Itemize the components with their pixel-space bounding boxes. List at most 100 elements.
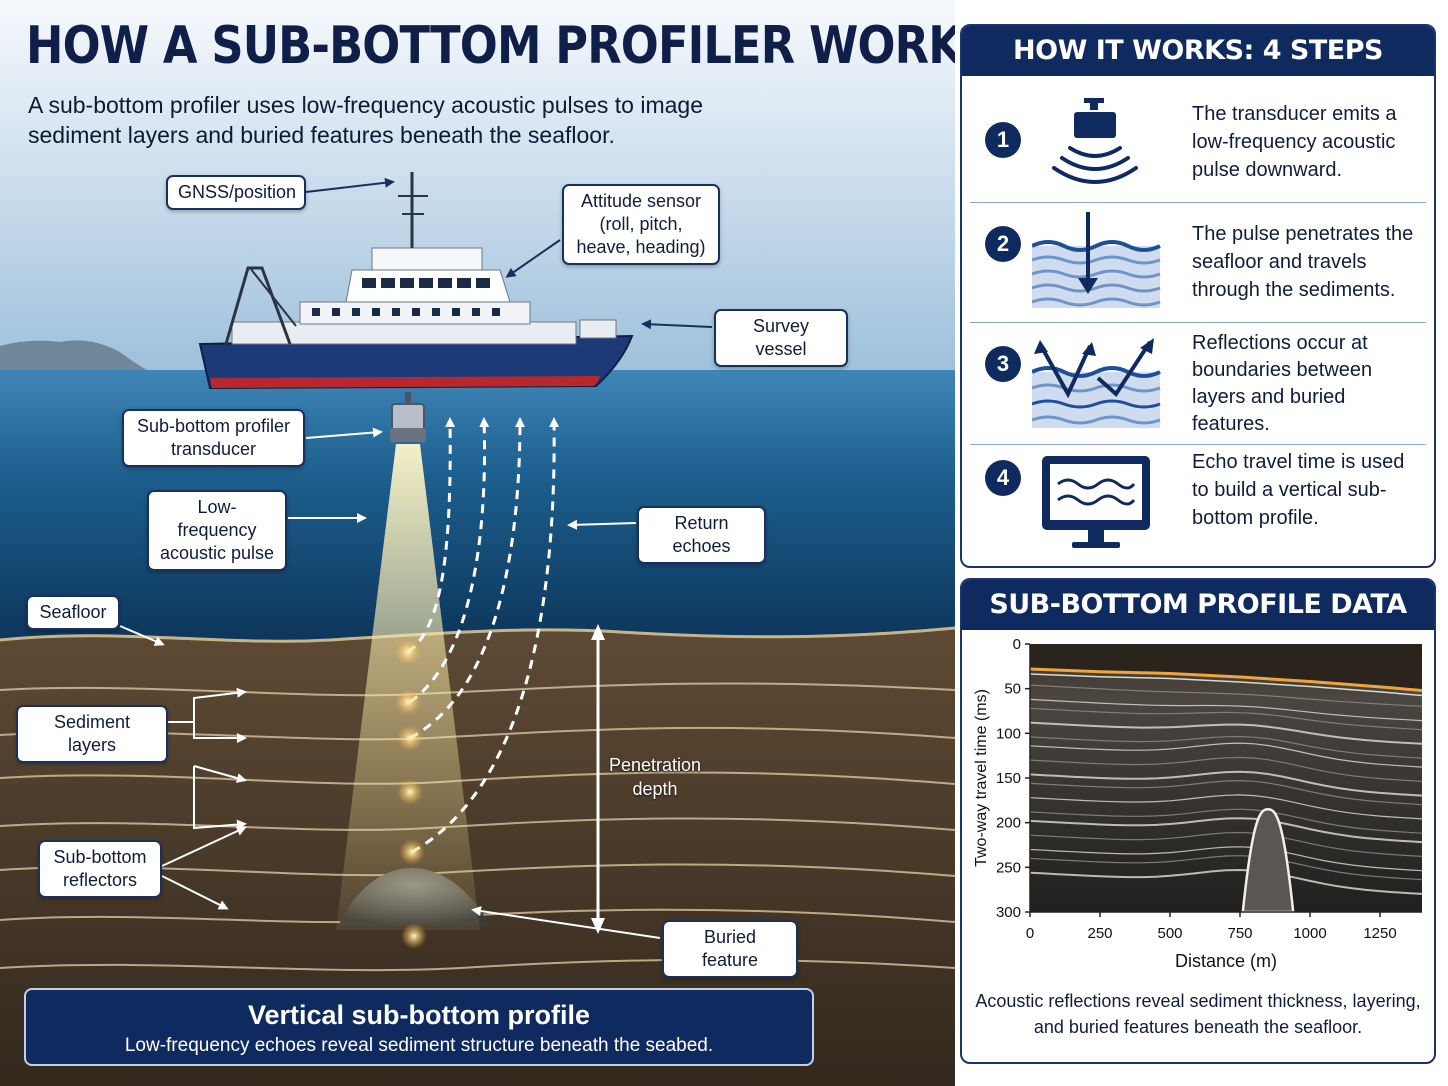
acoustic-pulse-label: Low-frequency acoustic pulse [147,490,287,571]
bridge-window [476,278,490,288]
steps-panel-title: HOW IT WORKS: 4 STEPS [962,26,1434,76]
y-tick-label: 200 [996,815,1021,832]
porthole [372,308,380,316]
porthole [472,308,480,316]
banner-title: Vertical sub-bottom profile [247,1000,591,1030]
porthole [432,308,440,316]
callout-arrow [193,766,247,830]
page-title: HOW A SUB-BOTTOM PROFILER WORKS [26,16,955,76]
bow-deck [579,319,617,339]
reflection-point [399,839,425,865]
callout-arrow [168,687,247,723]
transducer-label: Sub-bottom profiler transducer [122,409,305,467]
callout-arrow [119,625,165,646]
penetration-depth-label: Penetration depth [608,755,702,799]
step-3-text: Reflections occur at boundaries between … [1192,332,1373,435]
step-4-text: Echo travel time is used to build a vert… [1192,451,1405,529]
return-echo-path [407,417,456,654]
sub-bottom-layer [1030,756,1422,782]
reflection-point [397,779,423,805]
callout-arrow [641,319,713,330]
sub-bottom-layer [1030,817,1422,844]
sub-bottom-layer [1030,868,1422,895]
arrowhead [591,624,605,640]
x-tick-label: 1250 [1363,925,1396,942]
reflection-point [401,923,427,949]
porthole [312,308,320,316]
step-2-text: The pulse penetrates the seafloor and tr… [1192,223,1414,301]
sub-bottom-layer [1030,721,1422,745]
acoustic-pulse-beam [336,444,480,930]
return-echo-path [411,417,560,854]
sub-bottom-layer [1030,808,1422,834]
x-tick-label: 1000 [1293,925,1326,942]
buried-feature-hyperbola [1241,808,1295,912]
callout-arrow [161,826,247,867]
sub-bottom-layer [1030,698,1422,722]
reflection-point [395,639,421,665]
transducer-icon [390,392,426,442]
porthole [332,308,340,316]
porthole [412,308,420,316]
profile-caption: Acoustic reflections reveal sediment thi… [975,991,1421,1037]
y-tick-label: 300 [996,904,1021,921]
x-tick-label: 250 [1087,925,1112,942]
callout-arrow [193,722,247,743]
callout-arrow [305,177,395,193]
y-axis-label: Two-way travel time (ms) [973,689,990,867]
step-2-number: 2 [985,226,1021,262]
callout-arrow [505,239,561,278]
step-4-number: 4 [985,460,1021,496]
y-tick-label: 250 [996,859,1021,876]
bridge-window [419,278,433,288]
seafloor-reflector-echo [1030,673,1422,697]
distant-hills [0,340,150,372]
profile-banner: Vertical sub-bottom profile Low-frequenc… [24,988,814,1066]
y-tick-label: 50 [1004,681,1021,698]
porthole [392,308,400,316]
sub-bottom-layer [1030,846,1422,872]
bridge-window [457,278,471,288]
sub-bottom-layer [1030,855,1422,881]
reflection-point [395,689,421,715]
sediment-layers-label: Sediment layers [16,705,168,763]
return-echoes-label: Return echoes [637,506,766,564]
step-3-number: 3 [985,346,1021,382]
vessel-boot-stripe [210,376,600,388]
bridge-window [381,278,395,288]
page-subtitle: A sub-bottom profiler uses low-frequency… [28,92,703,148]
survey-vessel [198,172,634,390]
sub-bottom-layer [1030,779,1422,806]
monitor-icon [1042,456,1150,548]
sub-bottom-layer [1030,742,1422,768]
x-axis-label: Distance (m) [1175,951,1277,971]
callout-arrow [471,906,661,939]
y-tick-label: 100 [996,725,1021,742]
return-echo-path [409,417,490,704]
porthole [452,308,460,316]
vessel-hull [198,334,634,390]
buried-feature-label: Buried feature [662,920,798,978]
seafloor-reflector [1030,667,1422,692]
sub-bottom-layer [1030,831,1422,857]
penetration-icon [1032,212,1161,308]
survey-vessel-label: Survey vessel [714,309,848,367]
sub-bottom-reflectors-label: Sub-bottom reflectors [38,840,162,898]
left-illustration: HOW A SUB-BOTTOM PROFILER WORKS A sub-bo… [0,0,955,1086]
sub-bottom-layer [1030,707,1422,731]
profile-reflectors [1030,644,1422,912]
reflection-icon [1032,338,1161,428]
bridge-window [362,278,376,288]
sub-bottom-layer [1030,735,1422,759]
seafloor-line [0,626,955,643]
sub-bottom-layer [1030,794,1422,820]
bridge-window [400,278,414,288]
step-3: 3 Reflections occur at boundaries betwee… [970,322,1426,445]
porthole [492,308,500,316]
x-tick-label: 0 [1026,925,1034,942]
arrowhead [591,918,605,934]
attitude-sensor-label: Attitude sensor (roll, pitch, heave, hea… [562,184,720,265]
return-echo-path [409,417,525,740]
